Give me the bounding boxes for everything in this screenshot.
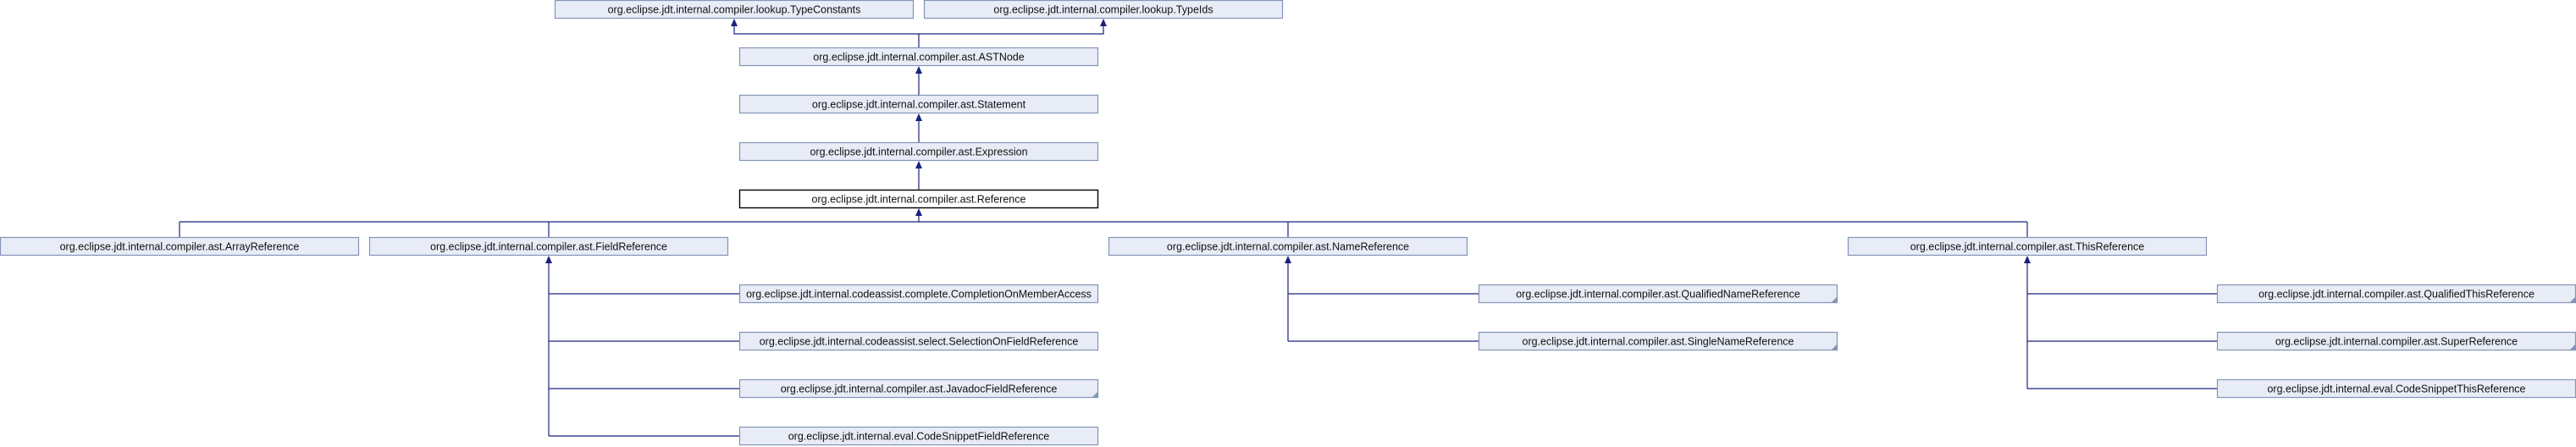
edge-group-thisreference <box>2024 256 2217 389</box>
more-indicator-icon <box>2570 297 2575 302</box>
arrowhead <box>915 113 922 121</box>
edge-group-astnode <box>915 66 922 95</box>
class-node-namereference[interactable]: org.eclipse.jdt.internal.compiler.ast.Na… <box>1108 236 1468 257</box>
edge-group-expression <box>915 161 922 190</box>
class-box[interactable] <box>738 284 1099 304</box>
class-box[interactable] <box>738 94 1099 114</box>
class-label: org.eclipse.jdt.internal.compiler.ast.Fi… <box>430 241 667 253</box>
class-box[interactable] <box>0 236 360 257</box>
class-box[interactable] <box>554 0 915 19</box>
class-node-selectiononfieldreference[interactable]: org.eclipse.jdt.internal.codeassist.sele… <box>738 331 1099 351</box>
class-label: org.eclipse.jdt.internal.codeassist.sele… <box>760 336 1079 348</box>
arrowhead <box>545 256 552 263</box>
class-node-thisreference[interactable]: org.eclipse.jdt.internal.compiler.ast.Th… <box>1847 236 2208 257</box>
class-box[interactable] <box>923 0 1284 19</box>
class-node-reference[interactable]: org.eclipse.jdt.internal.compiler.ast.Re… <box>738 189 1099 209</box>
class-label: org.eclipse.jdt.internal.compiler.ast.Ar… <box>60 241 300 253</box>
class-box[interactable] <box>368 236 729 257</box>
class-box[interactable] <box>738 47 1099 67</box>
class-label: org.eclipse.jdt.internal.compiler.ast.Ex… <box>810 146 1027 158</box>
edge-astnode-typeconstants <box>733 26 919 35</box>
edge-group-statement <box>915 113 922 142</box>
arrowhead <box>2024 256 2031 263</box>
class-node-fieldreference[interactable]: org.eclipse.jdt.internal.compiler.ast.Fi… <box>368 236 729 257</box>
class-label: org.eclipse.jdt.internal.compiler.ast.Qu… <box>1516 289 1800 301</box>
class-node-codesnippetthisreference[interactable]: org.eclipse.jdt.internal.eval.CodeSnippe… <box>2216 378 2576 399</box>
class-label: org.eclipse.jdt.internal.compiler.ast.Qu… <box>2258 289 2535 301</box>
more-indicator-icon <box>1832 345 1837 350</box>
class-node-javadocfieldreference[interactable]: org.eclipse.jdt.internal.compiler.ast.Ja… <box>738 378 1099 399</box>
class-label: org.eclipse.jdt.internal.compiler.ast.Th… <box>1910 241 2145 253</box>
more-indicator-icon <box>1092 392 1097 397</box>
class-node-singlenamereference[interactable]: org.eclipse.jdt.internal.compiler.ast.Si… <box>1478 331 1838 351</box>
class-box[interactable] <box>1478 284 1838 304</box>
class-node-superreference[interactable]: org.eclipse.jdt.internal.compiler.ast.Su… <box>2216 331 2576 351</box>
edges-layer <box>179 19 2217 437</box>
class-label: org.eclipse.jdt.internal.compiler.ast.Re… <box>812 194 1026 206</box>
class-label: org.eclipse.jdt.internal.compiler.ast.AS… <box>813 52 1024 63</box>
class-label: org.eclipse.jdt.internal.codeassist.comp… <box>746 289 1092 301</box>
class-node-statement[interactable]: org.eclipse.jdt.internal.compiler.ast.St… <box>738 94 1099 114</box>
class-node-typeids[interactable]: org.eclipse.jdt.internal.compiler.lookup… <box>923 0 1284 19</box>
edge-astnode-typeids <box>919 26 1104 35</box>
arrowhead <box>1100 19 1107 26</box>
class-node-codesnippetfieldreference[interactable]: org.eclipse.jdt.internal.eval.CodeSnippe… <box>738 426 1099 446</box>
class-node-astnode[interactable]: org.eclipse.jdt.internal.compiler.ast.AS… <box>738 47 1099 67</box>
arrowhead <box>1285 256 1291 263</box>
more-indicator-icon <box>2570 345 2575 350</box>
arrowhead <box>915 161 922 168</box>
class-label: org.eclipse.jdt.internal.compiler.lookup… <box>608 4 861 16</box>
class-label: org.eclipse.jdt.internal.compiler.lookup… <box>993 4 1213 16</box>
class-label: org.eclipse.jdt.internal.compiler.ast.Na… <box>1167 241 1409 253</box>
arrowhead <box>731 19 738 26</box>
class-box[interactable] <box>1847 236 2208 257</box>
edge-group-namereference <box>1285 256 1479 342</box>
class-box[interactable] <box>1478 331 1838 351</box>
class-label: org.eclipse.jdt.internal.eval.CodeSnippe… <box>788 431 1050 443</box>
class-box[interactable] <box>738 378 1099 399</box>
class-node-typeconstants[interactable]: org.eclipse.jdt.internal.compiler.lookup… <box>554 0 915 19</box>
class-box[interactable] <box>738 189 1099 209</box>
class-node-arrayreference[interactable]: org.eclipse.jdt.internal.compiler.ast.Ar… <box>0 236 360 257</box>
edge-group-fieldreference <box>545 256 739 437</box>
class-label: org.eclipse.jdt.internal.compiler.ast.St… <box>812 99 1026 111</box>
edge-group-reference <box>179 208 2028 237</box>
class-node-qualifiednamereference[interactable]: org.eclipse.jdt.internal.compiler.ast.Qu… <box>1478 284 1838 304</box>
edge-group-interfaces <box>731 19 1107 47</box>
class-node-completiononmemberaccess[interactable]: org.eclipse.jdt.internal.codeassist.comp… <box>738 284 1099 304</box>
arrowhead <box>915 66 922 74</box>
class-node-expression[interactable]: org.eclipse.jdt.internal.compiler.ast.Ex… <box>738 141 1099 162</box>
class-box[interactable] <box>1108 236 1468 257</box>
class-label: org.eclipse.jdt.internal.eval.CodeSnippe… <box>2267 384 2525 395</box>
class-label: org.eclipse.jdt.internal.compiler.ast.Su… <box>2275 336 2518 348</box>
class-box[interactable] <box>738 331 1099 351</box>
class-label: org.eclipse.jdt.internal.compiler.ast.Ja… <box>781 384 1058 395</box>
class-node-qualifiedthisreference[interactable]: org.eclipse.jdt.internal.compiler.ast.Qu… <box>2216 284 2576 304</box>
class-label: org.eclipse.jdt.internal.compiler.ast.Si… <box>1523 336 1794 348</box>
class-box[interactable] <box>738 426 1099 446</box>
arrowhead <box>915 208 922 216</box>
class-box[interactable] <box>738 141 1099 162</box>
more-indicator-icon <box>1832 297 1837 302</box>
